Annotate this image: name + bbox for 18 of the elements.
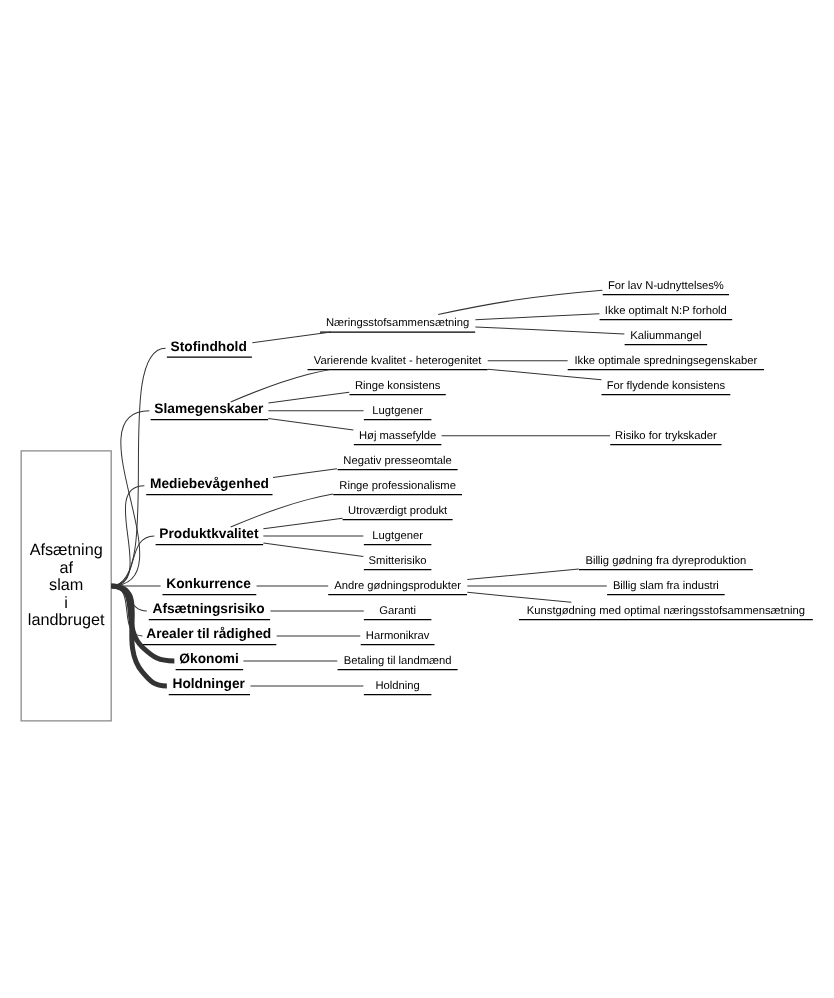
connector [474,313,600,321]
connector [474,326,625,335]
connector [267,418,354,431]
connector [466,568,580,580]
connector [267,410,365,412]
connector [230,369,331,403]
connector [466,591,572,603]
connector [230,493,334,528]
connector [487,360,569,362]
connector [437,289,603,315]
connector [267,391,350,404]
connector [487,368,602,381]
connector [441,435,611,437]
connector [272,468,338,478]
connector [110,583,167,689]
connector [262,542,364,557]
connector [251,331,332,344]
connector [262,517,344,530]
